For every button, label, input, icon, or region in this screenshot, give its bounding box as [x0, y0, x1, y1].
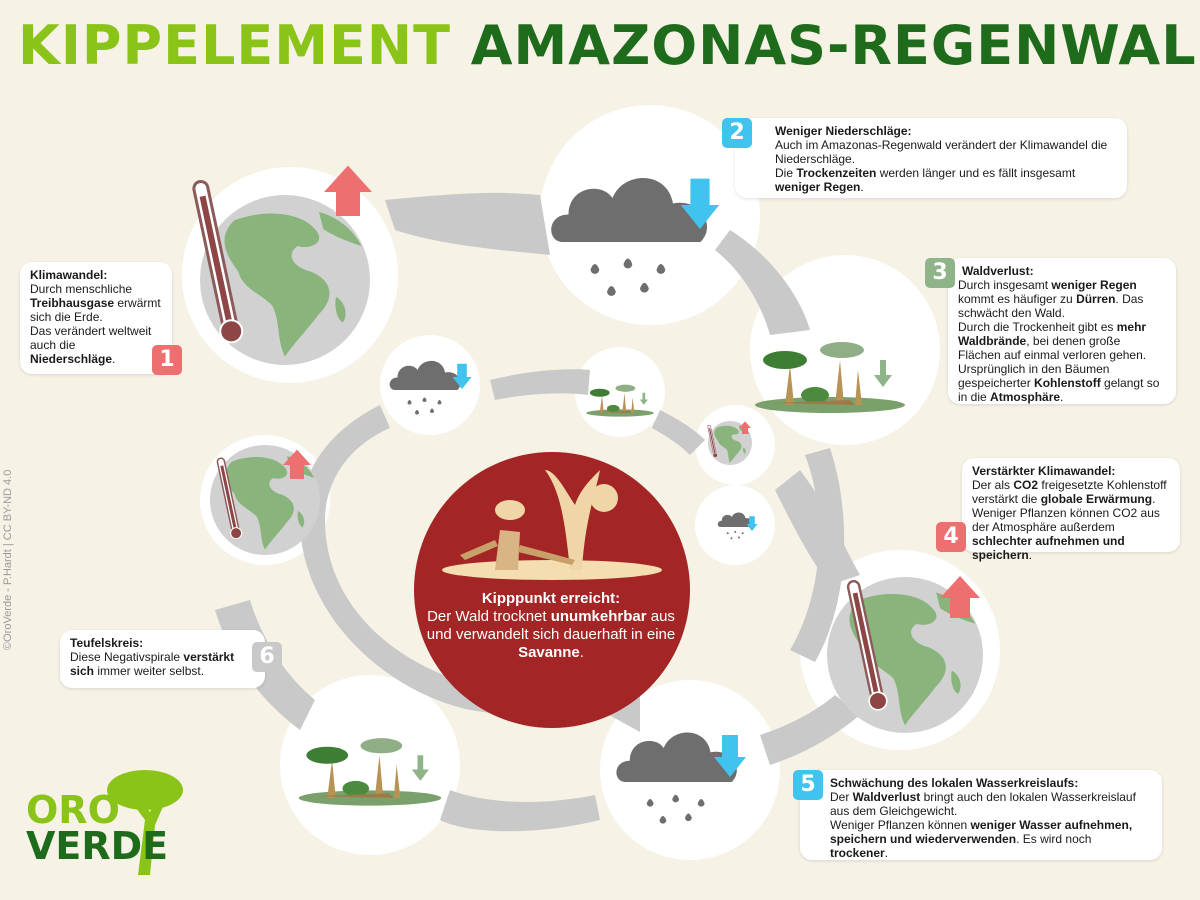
- tipping-point-bold: Savanne: [518, 644, 580, 661]
- step-5-text: .: [884, 846, 889, 860]
- logo-line-2: VERDE: [26, 824, 169, 868]
- step-1-text: Das verändert weltweit auch die: [30, 324, 152, 352]
- step-2-text: .: [860, 180, 864, 194]
- step-4-text: Weniger Pflanzen können CO2 aus der Atmo…: [972, 506, 1160, 534]
- step-4-head: Verstärkter Klimawandel:: [972, 464, 1116, 478]
- step-5-box: Schwächung des lokalen Wasserkreislaufs:…: [800, 770, 1162, 860]
- page-title: KIPPELEMENT AMAZONAS-REGENWALD: [18, 14, 1200, 77]
- step-1-box: Klimawandel: Durch menschliche Treibhaus…: [20, 262, 172, 374]
- step-3-head: Waldverlust:: [962, 264, 1034, 278]
- arrow-segment: [385, 192, 550, 255]
- logo-line-1: ORO: [26, 788, 120, 832]
- step-2-text: werden länger und es fällt insgesamt: [876, 166, 1076, 180]
- step-5-bold: trockener: [830, 846, 885, 860]
- logo-tree-icon: [107, 770, 183, 875]
- step-3-text: , bei denen große Flächen auf einmal ver…: [958, 334, 1147, 362]
- step-4-text: .: [1028, 548, 1033, 562]
- step-3-bold: weniger Regen: [1051, 278, 1137, 292]
- step-5-text: Weniger Pflanzen können: [830, 818, 971, 832]
- step-1-text: Durch menschliche: [30, 282, 133, 296]
- step-3-text: Durch insgesamt: [958, 278, 1052, 292]
- tipping-point-line: .: [579, 644, 584, 661]
- step-4-text: Der als: [972, 478, 1014, 492]
- step-3-box: Waldverlust: Durch insgesamt weniger Reg…: [948, 258, 1176, 404]
- step-5-bold: weniger Wasser aufnehmen, speichern und …: [830, 818, 1133, 846]
- step-3-number: 3: [925, 258, 955, 288]
- tipping-point-bold: unumkehrbar: [550, 608, 647, 625]
- step-2-text: Auch im Amazonas-Regenwald verändert der…: [775, 138, 1108, 166]
- step-1-number: 1: [152, 345, 182, 375]
- step-5-head: Schwächung des lokalen Wasserkreislaufs:: [830, 776, 1079, 790]
- step-6-bold: verstärkt sich: [70, 650, 235, 678]
- step-1-head: Klimawandel:: [30, 268, 108, 282]
- step-3-bold: Dürren: [1076, 292, 1116, 306]
- step-1-bold: Niederschläge: [30, 352, 113, 366]
- tipping-point-head: Kipppunkt erreicht:: [481, 590, 621, 607]
- step-4-bold: globale Erwärmung: [1040, 492, 1153, 506]
- step-1-bold: Treibhausgase: [30, 296, 115, 310]
- step-2-text: Die: [775, 166, 797, 180]
- step-6-text: Diese Negativspirale: [70, 650, 184, 664]
- title-part1: KIPPELEMENT: [18, 14, 451, 77]
- step-2-box: Weniger Niederschläge: Auch im Amazonas-…: [735, 118, 1127, 198]
- step-3-bold: mehr Waldbrände: [958, 320, 1147, 348]
- tipping-point-line: Der Wald trocknet: [427, 608, 551, 625]
- step-3-text: kommt es häufiger zu: [958, 292, 1077, 306]
- step-3-bold: Kohlenstoff: [1034, 376, 1101, 390]
- step-4-bold: schlechter aufnehmen und speichern: [972, 534, 1125, 562]
- step-5-number: 5: [793, 770, 823, 800]
- tipping-point-line: aus und verwandelt sich dauerhaft in ein…: [426, 608, 676, 643]
- step-6-number: 6: [252, 642, 282, 672]
- copyright-text: ©OroVerde - P.Hardt | CC BY-ND 4.0: [2, 469, 14, 650]
- step-3-text: . Das schwächt den Wald.: [958, 292, 1144, 320]
- tipping-point-circle: [414, 452, 690, 728]
- step-4-text: .: [1152, 492, 1156, 506]
- step-5-text: Der: [830, 790, 853, 804]
- step-2-bold: weniger Regen: [775, 180, 861, 194]
- step-6-box: Teufelskreis: Diese Negativspirale verst…: [60, 630, 265, 688]
- title-part2: AMAZONAS-REGENWALD: [470, 14, 1200, 77]
- step-3-text: Durch die Trockenheit gibt es: [958, 320, 1117, 334]
- step-4-number: 4: [936, 522, 966, 552]
- step-4-bold: CO2: [1013, 478, 1039, 492]
- step-1-text: erwärmt sich die Erde.: [30, 296, 161, 324]
- step-6-head: Teufelskreis:: [70, 636, 144, 650]
- step-4-box: Verstärkter Klimawandel: Der als CO2 fre…: [962, 458, 1180, 562]
- oroverde-logo: ORO VERDE: [26, 788, 169, 868]
- step-3-bold: Atmosphäre: [990, 390, 1061, 404]
- step-2-bold: Trockenzeiten: [796, 166, 877, 180]
- step-5-text: bringt auch den lokalen Wasserkreislauf …: [830, 790, 1136, 818]
- step-2-head: Weniger Niederschläge:: [775, 124, 912, 138]
- tipping-point-text: Kipppunkt erreicht: Der Wald trocknet un…: [420, 590, 682, 662]
- step-3-text: gelangt so in die: [958, 376, 1160, 404]
- step-4-text: freigesetzte Kohlenstoff verstärkt die: [972, 478, 1167, 506]
- step-3-text: .: [1060, 390, 1064, 404]
- step-3-text: Ursprünglich in den Bäumen gespeicherter: [958, 362, 1110, 390]
- step-5-bold: Waldverlust: [852, 790, 921, 804]
- step-1-text: .: [112, 352, 116, 366]
- step-2-number: 2: [722, 118, 752, 148]
- step-6-text: immer weiter selbst.: [94, 664, 205, 678]
- step-5-text: . Es wird noch: [1016, 832, 1092, 846]
